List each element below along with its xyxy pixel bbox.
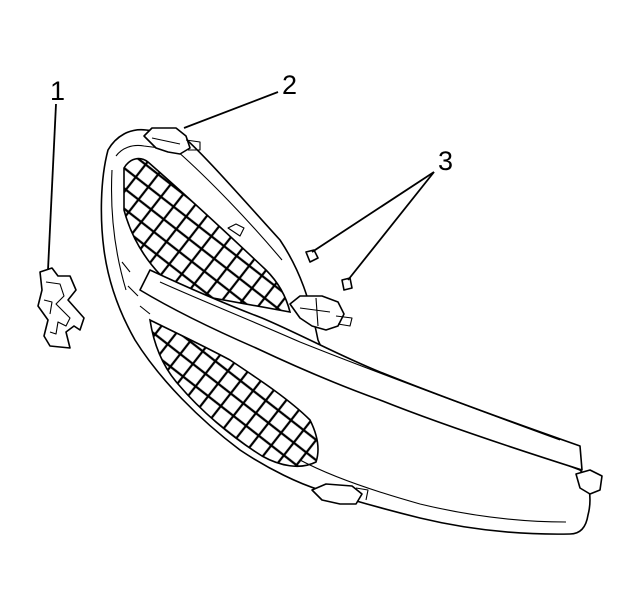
callout-3: 3	[438, 146, 453, 176]
callout-2: 2	[282, 70, 297, 100]
leader-lines	[47, 91, 435, 281]
callout-1: 1	[50, 76, 65, 106]
grille-fascia	[100, 127, 603, 535]
emblem-bracket	[37, 267, 85, 349]
retainer-clips	[305, 249, 353, 291]
